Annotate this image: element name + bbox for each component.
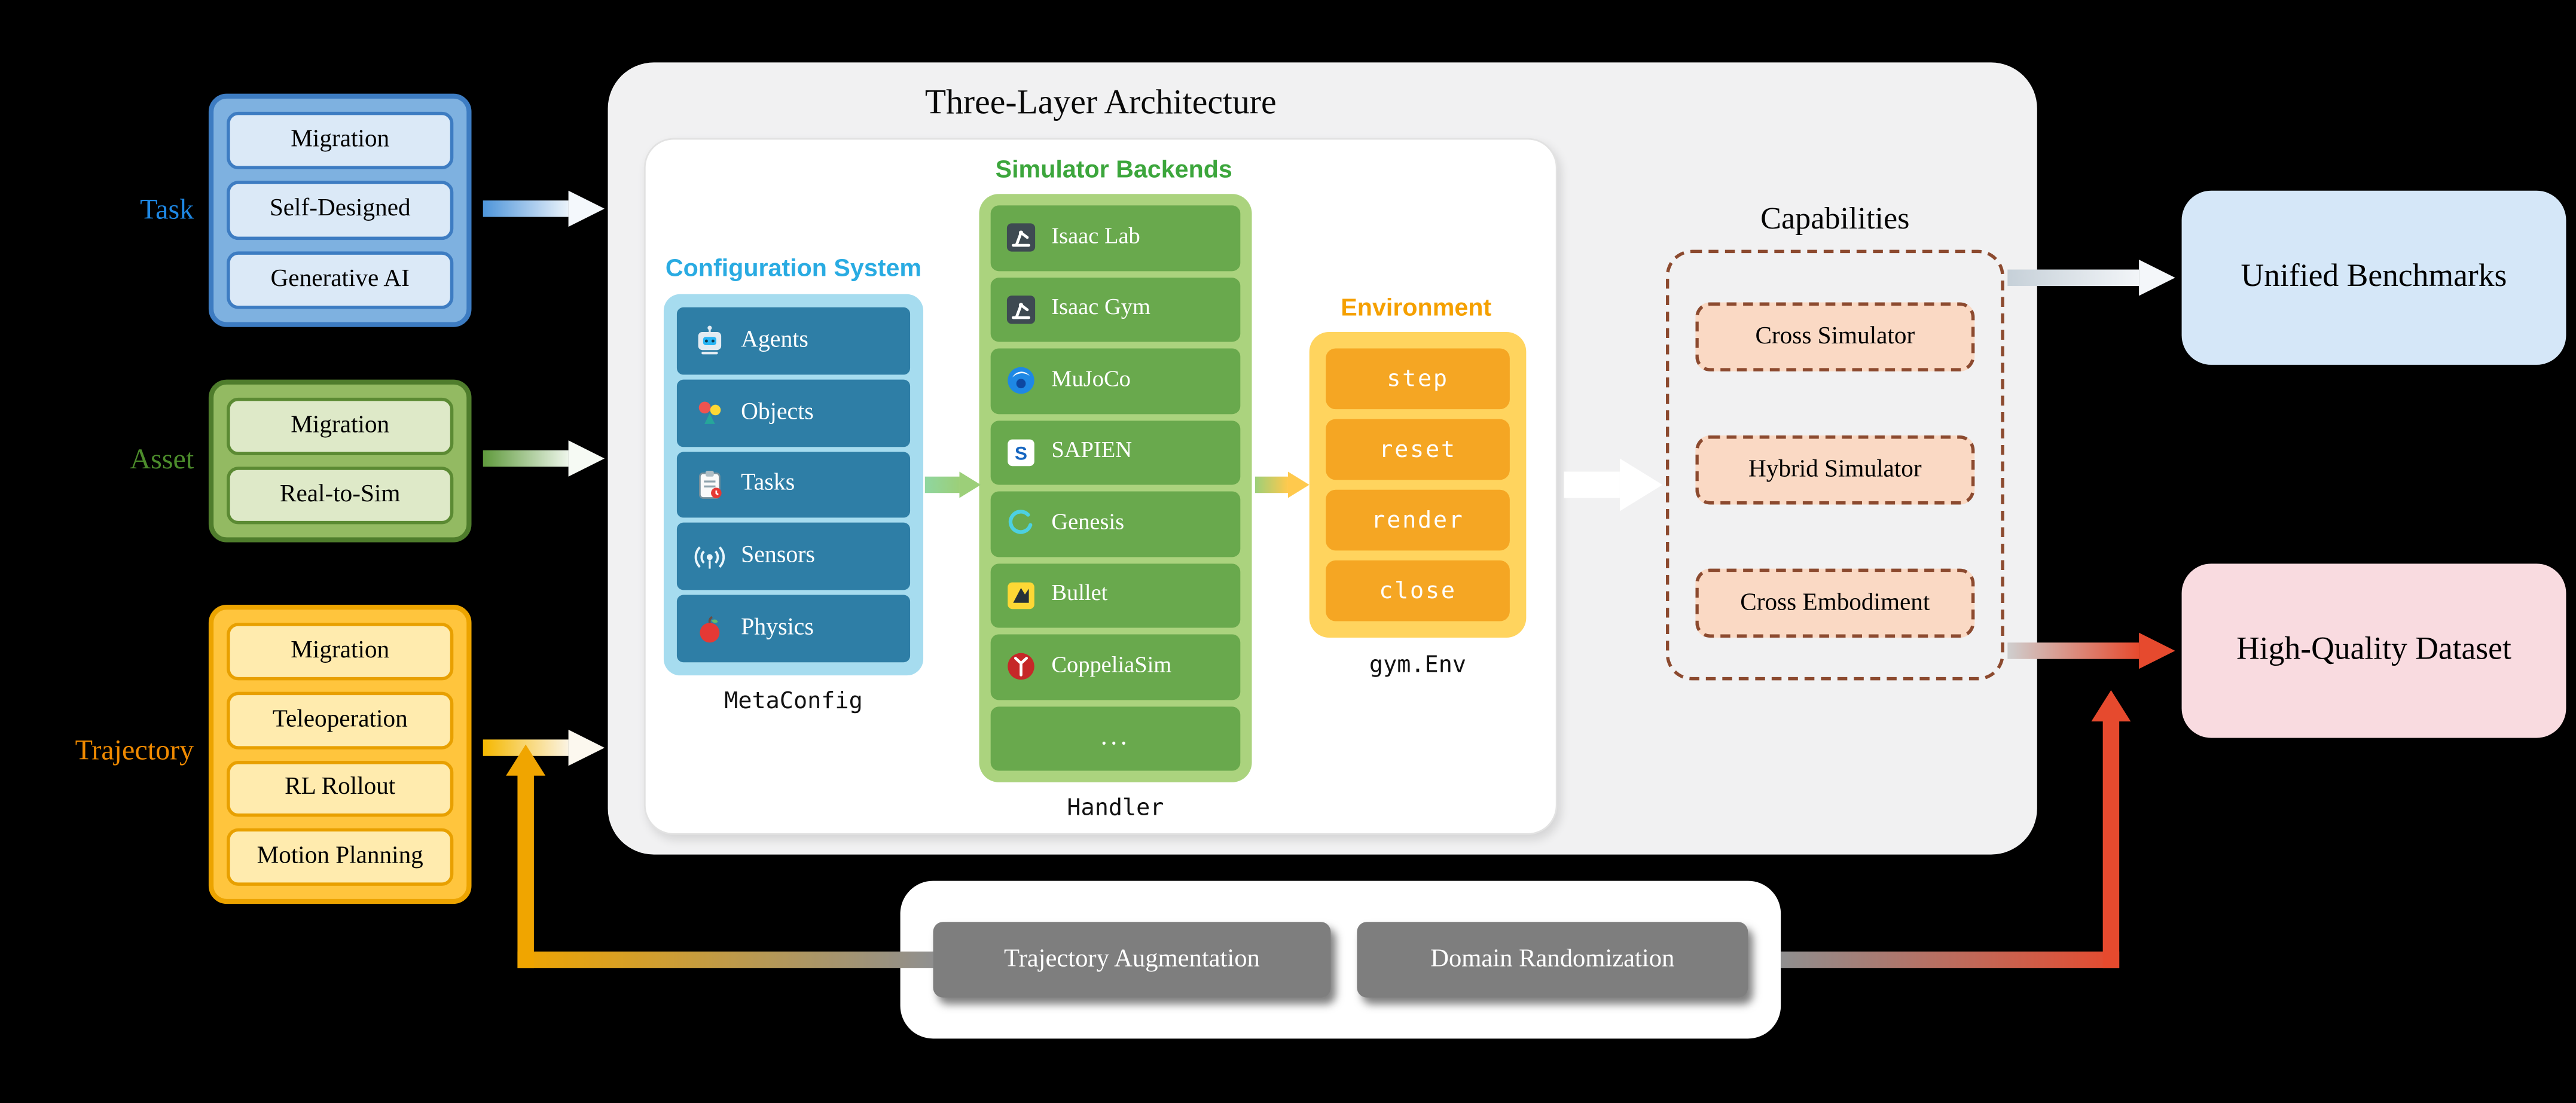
feedback-to-trajectory-arrow-horizontal: [517, 951, 933, 968]
configuration-system-title: Configuration System: [665, 254, 922, 283]
sim-row-sapien: S SAPIEN: [990, 419, 1241, 485]
trajectory-item-motion-planning: Motion Planning: [227, 828, 454, 886]
task-item-self-designed: Self-Designed: [227, 181, 454, 240]
feedback-to-dataset-arrow-horizontal: [1781, 951, 2120, 968]
configuration-system-box: Agents Objects Tasks Sensors Physics: [663, 294, 924, 676]
sim-row-genesis: Genesis: [990, 491, 1241, 556]
environment-to-capabilities-arrow-shaft: [1564, 471, 1620, 498]
asset-item-real-to-sim: Real-to-Sim: [227, 467, 454, 525]
trajectory-augmentation-label: Trajectory Augmentation: [933, 922, 1331, 998]
gym-env-caption: gym.Env: [1369, 652, 1467, 679]
config-row-label: Tasks: [741, 471, 795, 498]
genesis-icon: [1008, 510, 1033, 535]
feedback-to-dataset-arrow-vertical: [2102, 720, 2120, 968]
sapien-icon: S: [1008, 438, 1034, 466]
sim-row-mujoco: MuJoCo: [990, 348, 1241, 413]
trajectory-group-box: Migration Teleoperation RL Rollout Motio…: [208, 605, 472, 904]
asset-group-box: Migration Real-to-Sim: [208, 379, 472, 543]
sensors-icon: [694, 546, 725, 568]
sim-row-label: ...: [1100, 723, 1131, 752]
config-row-physics: Physics: [676, 595, 911, 663]
asset-flow-arrow-head: [568, 440, 605, 477]
bullet-icon: [1008, 581, 1034, 609]
coppeliasim-icon: [1008, 653, 1034, 681]
sim-row-label: Genesis: [1051, 510, 1125, 535]
config-row-label: Agents: [741, 327, 808, 354]
task-item-generative-ai: Generative AI: [227, 251, 454, 309]
isaac-lab-icon: [1006, 224, 1036, 252]
capabilities-title: Capabilities: [1760, 202, 1910, 237]
mujoco-icon: [1008, 367, 1034, 395]
capability-cross-simulator: Cross Simulator: [1695, 302, 1975, 371]
config-row-tasks: Tasks: [676, 451, 911, 519]
task-group-label: Task: [140, 192, 194, 226]
trajectory-item-rl-rollout: RL Rollout: [227, 760, 454, 818]
env-method-step: step: [1326, 348, 1510, 410]
config-row-agents: Agents: [676, 307, 911, 374]
feedback-to-trajectory-arrow-vertical: [517, 774, 534, 968]
sim-row-label: MuJoCo: [1051, 367, 1131, 392]
env-method-reset: reset: [1326, 419, 1510, 480]
simulator-backends-title: Simulator Backends: [995, 156, 1232, 184]
physics-icon: [700, 615, 720, 642]
metaconfig-caption: MetaConfig: [724, 688, 863, 715]
domain-randomization-label: Domain Randomization: [1357, 922, 1748, 998]
environment-title: Environment: [1341, 294, 1492, 322]
environment-box: step reset render close: [1309, 331, 1527, 638]
handler-caption: Handler: [1067, 795, 1164, 822]
robot-icon: [698, 326, 722, 355]
sim-row-coppeliasim: CoppeliaSim: [990, 634, 1241, 700]
capabilities-to-benchmarks-arrow-head: [2139, 260, 2175, 296]
trajectory-item-teleoperation: Teleoperation: [227, 691, 454, 749]
config-row-label: Sensors: [741, 543, 816, 569]
task-flow-arrow-head: [568, 190, 605, 227]
sim-row-bullet: Bullet: [990, 562, 1241, 628]
sim-row-label: Isaac Lab: [1051, 224, 1140, 249]
trajectory-item-migration: Migration: [227, 623, 454, 680]
feedback-to-trajectory-arrow-head: [506, 744, 546, 776]
objects-icon: [698, 401, 721, 425]
sim-row-isaac-gym: Isaac Gym: [990, 276, 1241, 342]
tasks-icon: [699, 471, 722, 499]
high-quality-dataset-box: High-Quality Dataset: [2181, 563, 2566, 738]
environment-to-capabilities-arrow-head: [1619, 458, 1663, 511]
capability-cross-embodiment: Cross Embodiment: [1695, 568, 1975, 638]
asset-flow-arrow-shaft: [483, 450, 569, 467]
sim-row-more: ...: [990, 706, 1241, 771]
trajectory-group-label: Trajectory: [75, 733, 194, 766]
backends-to-environment-arrow-shaft: [1255, 476, 1288, 493]
isaac-gym-icon: [1006, 295, 1036, 324]
sim-row-label: Isaac Gym: [1051, 296, 1150, 321]
config-row-label: Physics: [741, 614, 814, 641]
capabilities-box: [1665, 249, 2004, 681]
task-flow-arrow-shaft: [483, 200, 569, 217]
trajectory-flow-arrow-head: [568, 729, 605, 766]
capabilities-to-benchmarks-arrow-shaft: [2007, 269, 2139, 287]
asset-item-migration: Migration: [227, 397, 454, 456]
unified-benchmarks-box: Unified Benchmarks: [2181, 190, 2566, 365]
config-row-label: Objects: [741, 398, 814, 425]
svg-text:S: S: [1015, 443, 1027, 464]
task-group-box: Migration Self-Designed Generative AI: [208, 93, 472, 327]
capabilities-to-dataset-arrow-shaft: [2007, 642, 2139, 659]
sim-row-label: CoppeliaSim: [1051, 653, 1172, 678]
sim-row-isaac-lab: Isaac Lab: [990, 205, 1241, 270]
feedback-to-dataset-arrow-head: [2091, 690, 2131, 722]
capabilities-to-dataset-arrow-head: [2139, 632, 2175, 669]
config-row-objects: Objects: [676, 379, 911, 447]
backends-to-environment-arrow-head: [1287, 471, 1310, 498]
sim-row-label: SAPIEN: [1051, 439, 1133, 464]
sim-row-label: Bullet: [1051, 582, 1108, 607]
asset-group-label: Asset: [130, 442, 194, 475]
config-to-backends-arrow-shaft: [924, 476, 960, 493]
config-to-backends-arrow-head: [959, 471, 981, 498]
config-row-sensors: Sensors: [676, 523, 911, 590]
env-method-close: close: [1326, 560, 1510, 621]
task-item-migration: Migration: [227, 111, 454, 170]
simulator-backends-box: Isaac Lab Isaac Gym MuJoCo S SAPIEN Gene…: [979, 194, 1252, 782]
capability-hybrid-simulator: Hybrid Simulator: [1695, 435, 1975, 505]
env-method-render: render: [1326, 489, 1510, 551]
diagram-title: Three-Layer Architecture: [924, 82, 1277, 122]
